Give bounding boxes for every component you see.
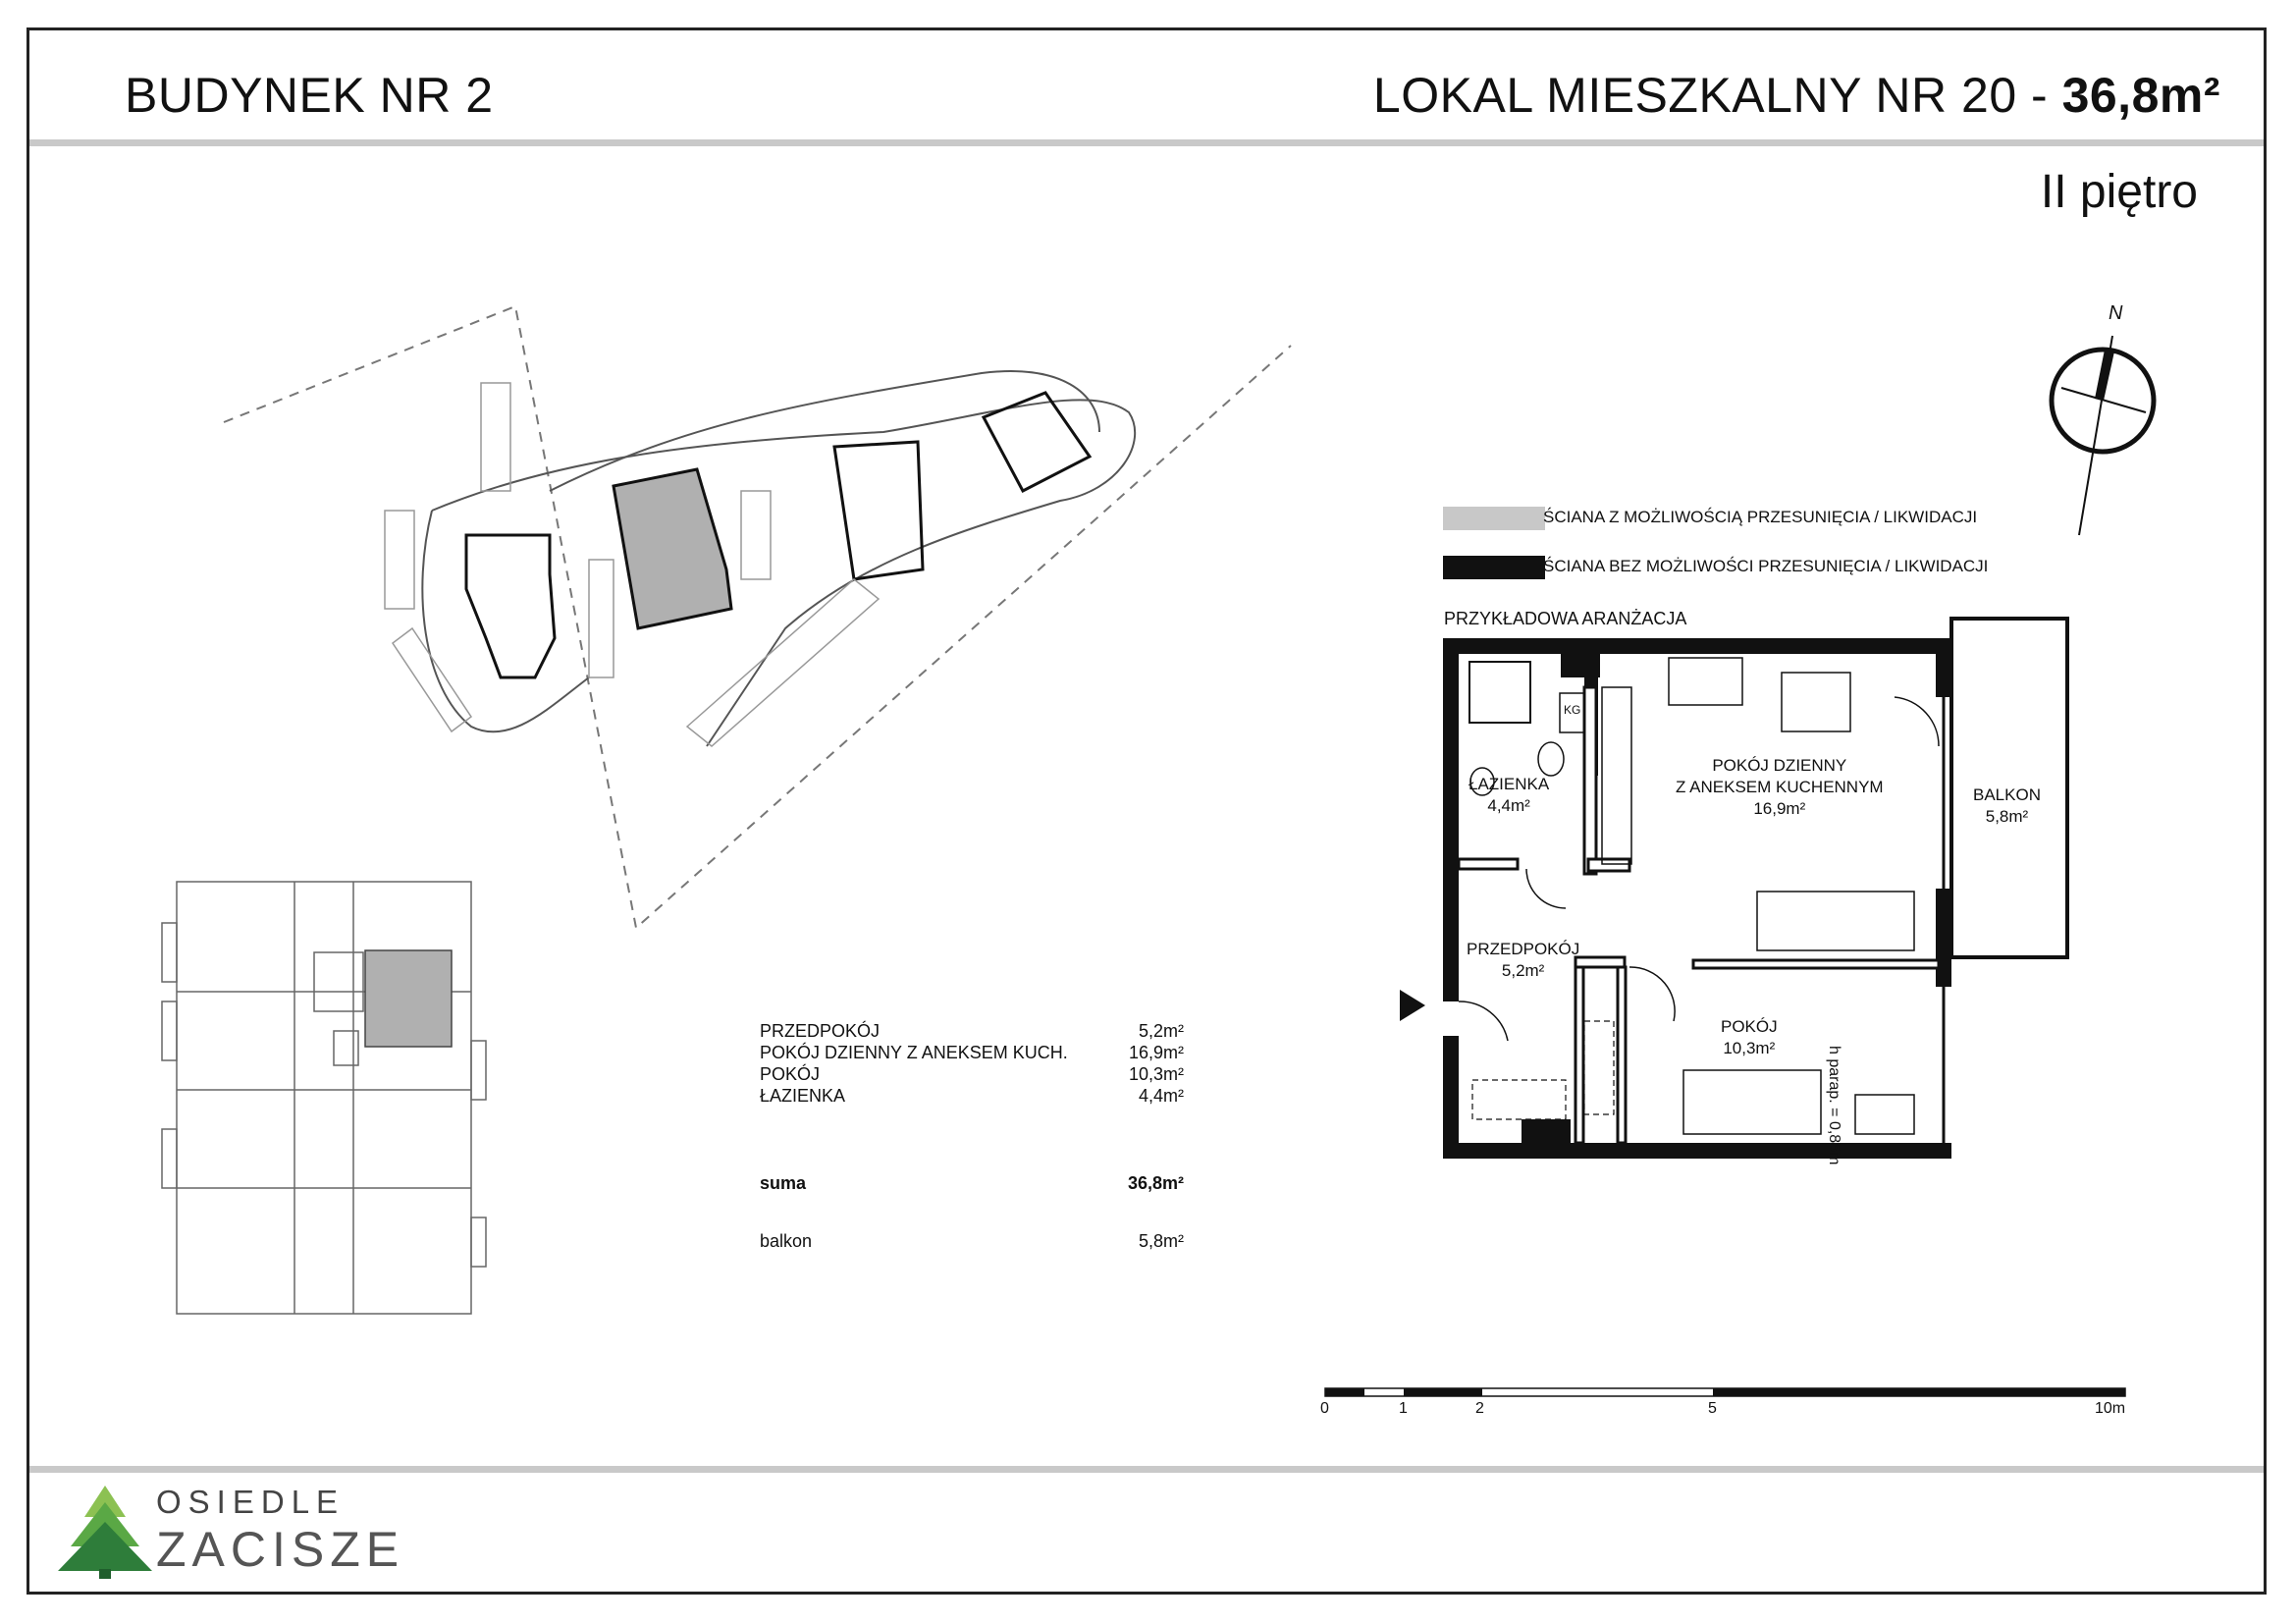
compass-rose [2049,335,2157,536]
washbasin [1469,767,1495,796]
scale-tick-1: 1 [1399,1400,1408,1417]
room-room-label: POKÓJ 10,3m² [1721,1016,1778,1059]
areas-balcony-label: balkon [760,1231,813,1251]
room-living-name1: POKÓJ DZIENNY [1712,756,1847,775]
areas-sum-label: suma [760,1173,807,1193]
logo-tree-icon [58,1486,152,1579]
site-boundary [223,304,1292,930]
room-room-name: POKÓJ [1721,1017,1778,1036]
building-4 [981,391,1093,494]
room-living-area: 16,9m² [1753,799,1806,818]
legend-swatch-movable [1443,507,1545,530]
floor-label: II piętro [2040,166,2198,218]
areas-balcony-value: 5,8m² [1138,1231,1184,1251]
building-1 [464,533,557,679]
room-room-area: 10,3m² [1723,1039,1776,1057]
site-road [421,399,1137,747]
room-balcony-name: BALKON [1973,785,2041,804]
compass-needle [2095,350,2114,401]
areas-row-value: 16,9m² [1128,1043,1184,1062]
footer-rule [29,1466,2264,1473]
key-plan [161,881,487,1315]
room-balcony-label: BALKON 5,8m² [1973,784,2041,828]
areas-row-value: 5,2m² [1138,1021,1184,1041]
sofa [1756,891,1915,951]
scale-tick-2: 2 [1475,1400,1484,1417]
scale-tick-0: 0 [1320,1400,1329,1417]
building-2 [612,467,733,630]
room-living-label: POKÓJ DZIENNY Z ANEKSEM KUCHENNYM 16,9m² [1676,755,1884,820]
areas-sum-value: 36,8m² [1127,1173,1184,1193]
room-living-name2: Z ANEKSEM KUCHENNYM [1676,778,1884,796]
kitchen-counter [1601,686,1632,865]
areas-row-name: PRZEDPOKÓJ [760,1021,881,1041]
legend-swatch-fixed [1443,556,1545,579]
shower [1468,661,1531,724]
legend-movable-label: ŚCIANA Z MOŻLIWOŚCIĄ PRZESUNIĘCIA / LIKW… [1543,508,1978,526]
room-bathroom-label: ŁAZIENKA 4,4m² [1468,774,1549,817]
bed [1682,1069,1822,1135]
hob [1668,657,1743,706]
areas-row-value: 4,4m² [1138,1086,1184,1106]
room-hall-label: PRZEDPOKÓJ 5,2m² [1467,939,1579,982]
building-3 [832,440,925,581]
parapet-label: h parap. = 0,85m [1826,1046,1842,1165]
dining-table [1781,672,1851,732]
unit-title-area: 36,8m² [2061,68,2220,123]
parking-rows [384,382,881,747]
room-hall-name: PRZEDPOKÓJ [1467,940,1580,958]
scale-bar [1324,1387,2126,1397]
areas-row-value: 10,3m² [1128,1064,1184,1084]
logo-line2: ZACISZE [156,1522,405,1577]
legend-fixed-label: ŚCIANA BEZ MOŻLIWOŚCI PRZESUNIĘCIA / LIK… [1543,557,1989,575]
arrangement-label: PRZYKŁADOWA ARANŻACJA [1444,609,1687,628]
room-bathroom-name: ŁAZIENKA [1468,775,1550,793]
unit-plan [1400,617,2069,1159]
scale-tick-10: 10m [2095,1400,2126,1417]
site-road-2 [549,370,1100,492]
entrance-arrow [1400,990,1425,1021]
building-title: BUDYNEK NR 2 [125,68,494,123]
areas-row-name: ŁAZIENKA [760,1086,846,1106]
kg-label: KG [1564,703,1581,717]
desk [1854,1094,1915,1135]
room-hall-area: 5,2m² [1501,961,1545,980]
scale-tick-5: 5 [1708,1400,1717,1417]
toilet [1537,741,1565,777]
room-balcony-area: 5,8m² [1985,807,2029,826]
wardrobe-2 [1583,1020,1615,1115]
room-bathroom-area: 4,4m² [1487,796,1530,815]
site-plan [223,304,1292,930]
wardrobe-1 [1471,1079,1567,1120]
kg-box [1559,692,1585,733]
unit-title-prefix: LOKAL MIESZKALNY NR 20 - [1372,68,2062,123]
areas-row-name: POKÓJ DZIENNY Z ANEKSEM KUCH. [760,1043,1068,1062]
header-rule [29,139,2264,146]
page-frame [27,27,2267,1595]
logo-line1: OSIEDLE [156,1484,346,1520]
areas-row-name: POKÓJ [760,1064,821,1084]
compass-circle [2049,347,2157,455]
compass-label: N [2109,302,2123,324]
balcony-outline [1949,617,2069,959]
unit-title: LOKAL MIESZKALNY NR 20 - 36,8m² [1373,67,2220,124]
